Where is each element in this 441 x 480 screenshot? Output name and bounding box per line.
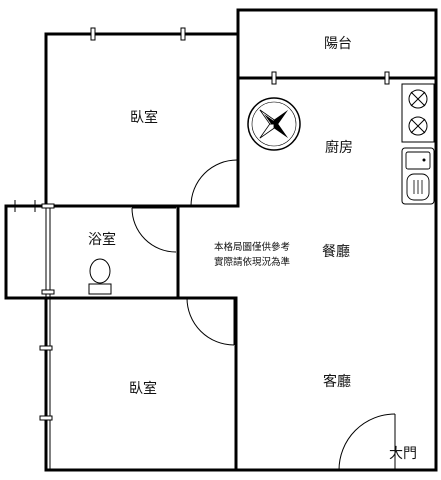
room-label-bedroom-top: 臥室 — [130, 109, 158, 125]
sink-icon — [401, 147, 435, 205]
doors — [131, 159, 396, 471]
disclaimer-line-1: 本格局圖僅供參考 — [214, 241, 290, 253]
room-label-bathroom: 浴室 — [88, 231, 116, 247]
toilet-icon — [88, 258, 112, 295]
wall-balcony — [236, 8, 438, 80]
wall-bedroom-living — [176, 296, 238, 472]
bathroom-window — [45, 206, 51, 470]
room-label-balcony: 陽台 — [324, 35, 352, 51]
window-ticks — [14, 27, 390, 421]
stove-icon — [401, 83, 435, 143]
wall-bedroom-bottom-room — [44, 296, 438, 472]
compass-icon — [247, 97, 301, 151]
wall-bedroom-top — [44, 32, 240, 209]
door-bedroom-bottom[interactable] — [186, 297, 235, 346]
door-main[interactable] — [338, 413, 396, 471]
door-bedroom-top[interactable] — [190, 159, 238, 207]
room-label-bedroom-bottom: 臥室 — [129, 380, 157, 396]
room-label-main-door: 大門 — [389, 445, 417, 461]
room-label-dining: 餐廳 — [322, 243, 350, 259]
disclaimer-line-2: 實際請依現況為準 — [214, 256, 291, 268]
room-label-kitchen: 廚房 — [325, 139, 353, 155]
room-label-living: 客廳 — [323, 373, 351, 389]
door-bathroom[interactable] — [131, 207, 177, 253]
walls — [4, 8, 438, 472]
